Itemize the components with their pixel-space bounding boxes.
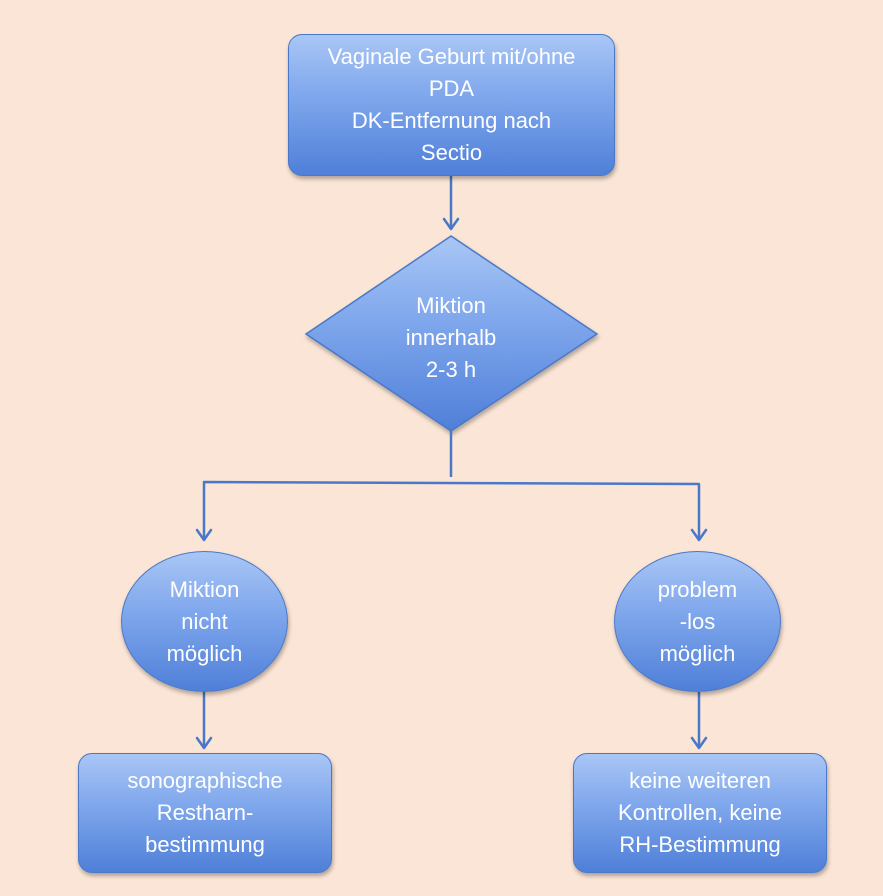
connector-decision-split <box>195 431 708 542</box>
start-box: Vaginale Geburt mit/ohne PDA DK-Entfernu… <box>288 34 615 176</box>
connector-right-down <box>690 692 708 750</box>
start-line-2: PDA <box>428 76 475 101</box>
decision-label: Miktion innerhalb 2-3 h <box>355 290 547 386</box>
left-result-line-1: sonographische <box>127 768 283 793</box>
right-condition-line-3: möglich <box>659 640 736 666</box>
decision-line-1: Miktion <box>416 293 486 318</box>
left-condition-line-1: Miktion <box>169 576 240 602</box>
result-residual-urine-box: sonographische Restharn- bestimmung <box>78 753 332 873</box>
decision-line-3: 2-3 h <box>425 357 477 382</box>
condition-not-possible-ellipse: Miktion nicht möglich <box>121 551 288 692</box>
condition-possible-ellipse: problem -los möglich <box>614 551 781 692</box>
connector-left-down <box>195 692 213 750</box>
decision-line-2: innerhalb <box>405 325 497 350</box>
left-result-line-3: bestimmung <box>145 832 265 857</box>
start-line-4: Sectio <box>420 140 483 165</box>
right-result-line-1: keine weiteren <box>629 768 771 793</box>
right-condition-line-1: problem <box>657 576 738 602</box>
result-no-further-checks-box: keine weiteren Kontrollen, keine RH-Best… <box>573 753 827 873</box>
connector-start-to-decision <box>442 176 460 231</box>
right-condition-line-2: -los <box>679 608 716 634</box>
start-line-1: Vaginale Geburt mit/ohne <box>327 44 576 69</box>
left-result-line-2: Restharn- <box>156 800 254 825</box>
left-condition-line-3: möglich <box>166 640 243 666</box>
right-result-line-3: RH-Bestimmung <box>619 832 781 857</box>
start-line-3: DK-Entfernung nach <box>351 108 552 133</box>
right-result-line-2: Kontrollen, keine <box>618 800 782 825</box>
left-condition-line-2: nicht <box>181 608 228 634</box>
